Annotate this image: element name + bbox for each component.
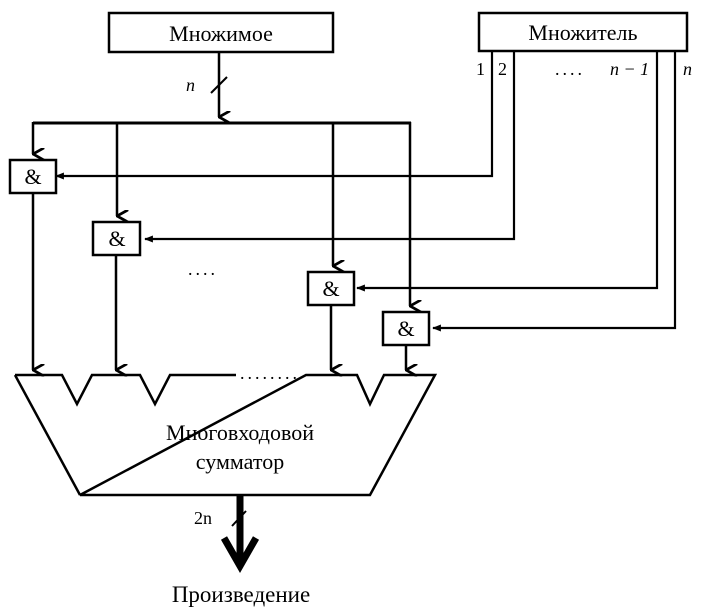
multiplicand-register: Множимое [107, 11, 335, 54]
adder-left-edge [13, 374, 82, 496]
and-gate-n: & [381, 310, 431, 347]
bit-wire-1 [55, 51, 494, 180]
and-gate-box [381, 310, 431, 347]
and-gate-box [8, 158, 58, 195]
multiplicand-bus-width: n [186, 75, 195, 95]
and-gate-1: & [8, 158, 58, 195]
output-arrow-icon [220, 536, 260, 574]
and-symbol: & [397, 316, 414, 341]
multiplicand-bus: n [186, 52, 227, 117]
multiplier-box [477, 11, 689, 53]
and-symbol: & [108, 226, 125, 251]
adder-label-line2: сумматор [196, 449, 284, 474]
adder-outline [15, 373, 438, 497]
bus-width-slash [210, 76, 228, 94]
multiplier-bit-n-label: n [683, 59, 692, 79]
multi-input-adder: ........ Многовходовой сумматор [13, 363, 438, 497]
multiplier-label: Множитель [528, 20, 637, 45]
adder-inputs-ellipsis: ........ [240, 363, 300, 383]
gate-outputs [31, 193, 406, 370]
bit-wire-n-1 [356, 51, 659, 292]
distribution-bus [31, 121, 411, 306]
multiplicand-box [107, 11, 335, 54]
multiplier-bits-ellipsis: .... [555, 59, 585, 79]
bit-wire-2 [144, 51, 516, 243]
output-bus: 2n Произведение [172, 495, 310, 607]
multiplier-bit-n-1-label: n − 1 [610, 59, 649, 79]
output-label: Произведение [172, 582, 310, 607]
multiplier-bit-1-label: 1 [476, 59, 485, 79]
multiplier-register: Множитель 1 2 .... n − 1 n [476, 11, 692, 79]
and-symbol: & [322, 276, 339, 301]
and-symbol: & [24, 164, 41, 189]
multiplier-bit-wires [55, 51, 677, 332]
multiplicand-label: Множимое [169, 21, 273, 46]
output-bus-width-slash [231, 510, 247, 527]
multiplier-bit-2-label: 2 [498, 59, 507, 79]
and-gate-2: & [91, 220, 142, 257]
and-gate-n-1: & [306, 270, 356, 307]
gates-ellipsis: .... [188, 259, 218, 279]
adder-label-line1: Многовходовой [166, 420, 314, 445]
output-bus-width: 2n [194, 508, 212, 528]
bit-wire-n [432, 51, 677, 332]
